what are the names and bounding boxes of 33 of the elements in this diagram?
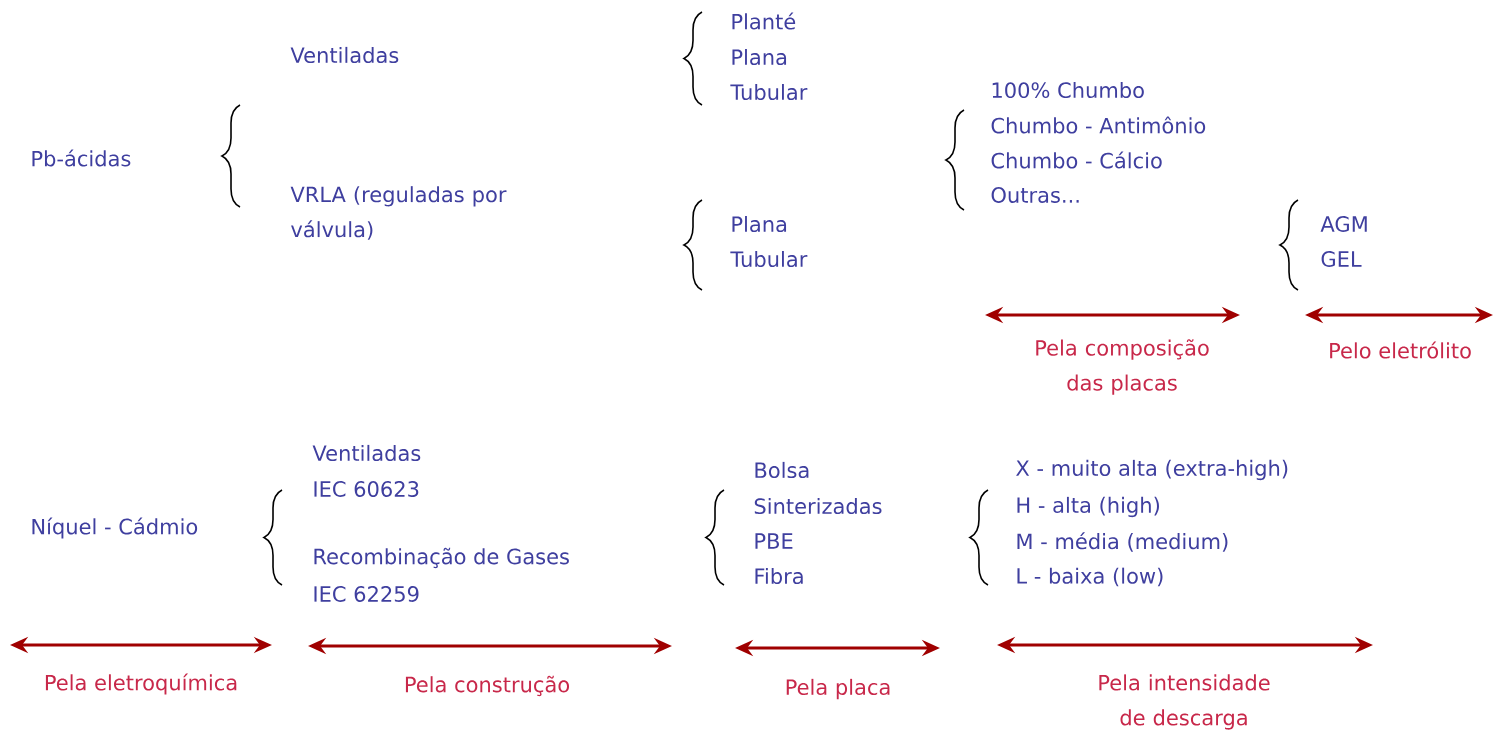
type-label: Ventiladas [290,46,399,64]
type-label: Outras... [991,187,1079,203]
type-label: Plana [732,48,787,66]
type-label: Pb-ácidas [32,149,131,167]
criterion-label: Pela composição das placas [1036,339,1209,395]
type-label: Fibra [755,567,803,585]
type-label: Sinterizadas [754,497,882,515]
type-label: M - média (medium) [1017,532,1228,552]
type-label: Níquel - Cádmio [32,517,198,539]
criterion-label: Pela eletroquímica [45,673,237,695]
type-label: IEC 62259 [314,586,419,602]
type-label: Tubular [730,83,808,101]
type-label: H - alta (high) [1017,496,1159,518]
type-label: L - baixa (low) [1017,567,1163,587]
criterion-label: Pela intensidade de descarga [1099,674,1270,730]
type-label: Bolsa [755,461,809,479]
type-label: 100% Chumbo [992,81,1144,99]
criterion-label: Pela construção [405,675,569,697]
type-label: Plana [732,215,787,233]
type-label: Recombinação de Gases [314,547,569,569]
type-label: Tubular [730,250,808,268]
type-label: GEL [1321,251,1362,267]
type-label: Chumbo - Antimônio [991,116,1206,134]
type-label: X - muito alta (extra-high) [1016,459,1288,481]
criterion-label: Pela placa [786,678,890,700]
type-label: Chumbo - Cálcio [991,151,1162,169]
type-label: AGM [1320,216,1367,232]
type-label: Planté [732,12,796,30]
type-label: PBE [755,533,793,549]
criterion-label: Pelo eletrólito [1330,341,1471,359]
type-label: Ventiladas [312,444,421,462]
type-label: VRLA (reguladas por válvula) [290,186,507,240]
type-label: IEC 60623 [314,481,419,497]
